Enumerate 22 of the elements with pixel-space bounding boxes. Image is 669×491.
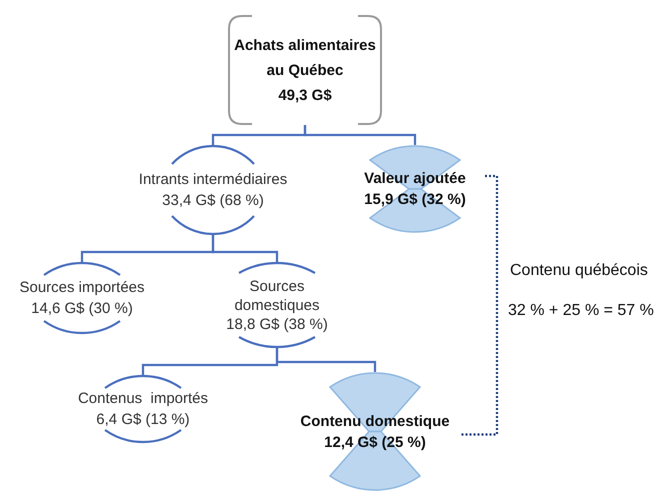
node-label: 18,8 G$ (38 %) bbox=[226, 314, 328, 334]
node-label: Sources domestiques bbox=[233, 276, 321, 314]
node-label: Intrants intermédiaires bbox=[138, 170, 288, 190]
node-label: 6,4 G$ (13 %) bbox=[96, 410, 190, 430]
node-label: 33,4 G$ (68 %) bbox=[162, 191, 264, 211]
node-label: Contenu domestique bbox=[300, 412, 450, 432]
node-label: Achats alimentaires au Québec bbox=[233, 36, 377, 80]
tree-connector bbox=[212, 235, 278, 262]
node-label: Sources importées bbox=[19, 278, 145, 298]
node-label: 14,6 G$ (30 %) bbox=[31, 299, 133, 319]
node-label: 49,3 G$ bbox=[278, 86, 332, 106]
tree-connector bbox=[304, 125, 416, 145]
node-label: Valeur ajoutée bbox=[364, 169, 466, 189]
total-box bbox=[228, 15, 382, 125]
dotted-bracket-line bbox=[460, 174, 498, 436]
note-text: Contenu québécois bbox=[510, 262, 648, 280]
node-label: Contenus importés bbox=[78, 389, 208, 409]
node-label: 15,9 G$ (32 %) bbox=[364, 190, 466, 210]
note-text: 32 % + 25 % = 57 % bbox=[508, 302, 654, 320]
arc-node bbox=[138, 145, 288, 235]
tree-connector bbox=[276, 348, 376, 372]
node-label: 12,4 G$ (25 %) bbox=[324, 432, 426, 452]
